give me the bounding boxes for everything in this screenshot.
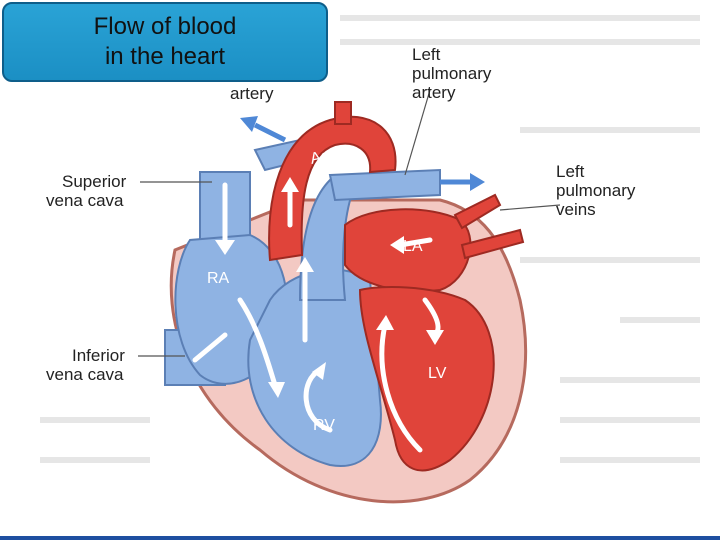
superior-vena-cava-label: Superior vena cava — [46, 172, 127, 210]
artery-label: artery — [230, 84, 274, 103]
left-pulmonary-artery-vessel — [328, 168, 441, 202]
lpv-line-2: pulmonary — [556, 181, 636, 200]
rv-label: RV — [313, 417, 335, 434]
la-label: LA — [403, 238, 423, 255]
background-text-lines — [40, 15, 700, 463]
aorta-top-branch — [334, 101, 352, 125]
left-ventricle — [358, 286, 495, 472]
left-pulmonary-veins-label: Left pulmonary veins — [556, 162, 635, 219]
ivc-line-1: Inferior — [72, 346, 125, 365]
inferior-vena-cava-label: Inferior vena cava — [46, 346, 125, 384]
lpa-line-1: Left — [412, 45, 441, 64]
lv-label: LV — [428, 365, 447, 382]
external-arrows — [240, 116, 485, 191]
title-box: Flow of blood in the heart — [2, 2, 328, 82]
title-line-2: in the heart — [104, 43, 226, 70]
leader-lines — [138, 89, 561, 357]
left-pulmonary-veins — [453, 193, 525, 260]
lpa-line-3: artery — [412, 83, 456, 102]
flow-arrowheads — [215, 177, 444, 398]
title-line-1: Flow of blood — [93, 13, 237, 40]
lpv-line-3: veins — [556, 200, 596, 219]
ra-label: RA — [207, 270, 230, 287]
lpa-line-2: pulmonary — [412, 64, 492, 83]
bottom-bar — [0, 536, 720, 540]
svc-line-2: vena cava — [46, 191, 124, 210]
ivc-line-2: vena cava — [46, 365, 124, 384]
lpv-line-1: Left — [556, 162, 585, 181]
left-pulmonary-artery-label: Left pulmonary artery — [412, 45, 491, 102]
aorta — [268, 115, 397, 262]
svc-line-1: Superior — [62, 172, 127, 191]
